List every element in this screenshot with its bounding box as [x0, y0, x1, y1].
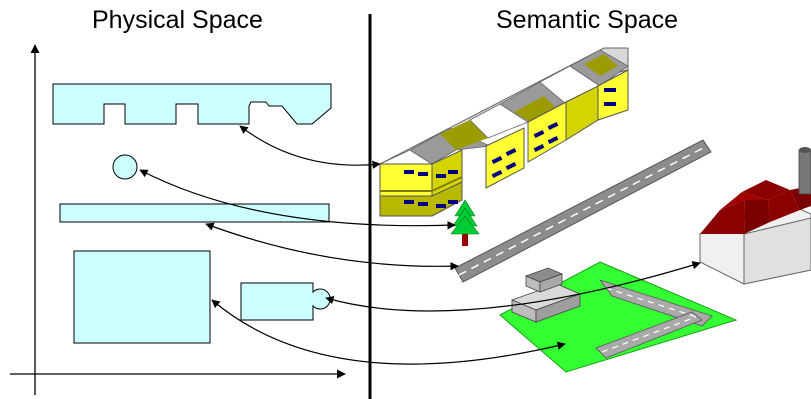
mapping-arrows	[139, 125, 701, 365]
building-block-icon	[378, 47, 629, 217]
circle-shape	[112, 154, 138, 180]
notched-bar-shape	[52, 83, 332, 125]
arrow-square-to-airport	[211, 299, 566, 365]
physical-space-title: Physical Space	[92, 6, 263, 34]
arrow-bar-to-road	[205, 222, 459, 271]
tab-rect-shape	[240, 282, 331, 321]
factory-icon	[699, 147, 811, 285]
tree-icon	[450, 199, 480, 246]
long-bar-shape	[59, 203, 330, 223]
arrow-notched-bar-to-buildings	[239, 125, 381, 169]
semantic-space-title: Semantic Space	[496, 6, 679, 34]
large-square-shape	[73, 250, 211, 344]
airport-icon	[499, 261, 738, 373]
